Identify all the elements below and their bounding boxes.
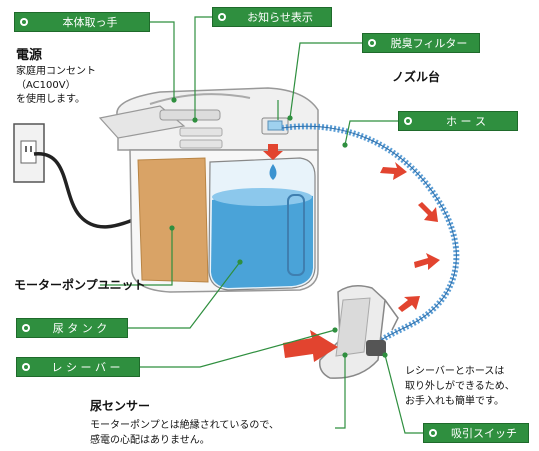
bullet-icon bbox=[22, 324, 30, 332]
bullet-icon bbox=[22, 363, 30, 371]
flow-arrow-icon bbox=[283, 330, 338, 362]
power-desc-1: 家庭用コンセント bbox=[16, 66, 96, 77]
label-suction-switch: 吸引スイッチ bbox=[423, 423, 529, 443]
urine-sensor-label: 尿センサー bbox=[90, 399, 151, 413]
receiver-note-3: お手入れも簡単です。 bbox=[405, 396, 504, 407]
power-title: 電源 bbox=[16, 48, 43, 63]
flow-arrow-icon bbox=[263, 144, 283, 160]
flow-arrow-icon bbox=[380, 162, 440, 312]
receiver-note-1: レシーバーとホースは bbox=[405, 366, 505, 377]
sensor-note-2: 感電の心配はありません。 bbox=[90, 435, 210, 446]
power-cord bbox=[33, 152, 139, 229]
label-receiver: レ シ ー バ ー bbox=[16, 357, 140, 377]
motor-pump-unit-label: モーターポンプユニット bbox=[14, 278, 146, 292]
label-notification-display: お知らせ表示 bbox=[212, 7, 332, 27]
nozzle-label: ノズル台 bbox=[392, 70, 441, 84]
bullet-icon bbox=[368, 39, 376, 47]
urine-tank bbox=[208, 157, 316, 291]
power-desc-2: （AC100V） bbox=[16, 80, 76, 91]
bullet-icon bbox=[429, 429, 437, 437]
water-drop-icon bbox=[269, 164, 277, 180]
label-urine-tank: 尿 タ ン ク bbox=[16, 318, 128, 338]
label-main-handle: 本体取っ手 bbox=[14, 12, 150, 32]
bullet-icon bbox=[218, 13, 226, 21]
receiver-note-2: 取り外しができるため、 bbox=[405, 381, 515, 392]
bullet-icon bbox=[20, 18, 28, 26]
receiver bbox=[318, 285, 399, 379]
bullet-icon bbox=[404, 117, 412, 125]
label-deodorant-filter: 脱臭フィルター bbox=[362, 33, 480, 53]
motor-pump-block bbox=[137, 157, 209, 283]
label-hose: ホ ー ス bbox=[398, 111, 518, 131]
sensor-note-1: モーターポンプとは絶縁されているので、 bbox=[90, 420, 279, 431]
power-desc-3: を使用します。 bbox=[16, 94, 85, 105]
leader-lines bbox=[100, 16, 423, 434]
